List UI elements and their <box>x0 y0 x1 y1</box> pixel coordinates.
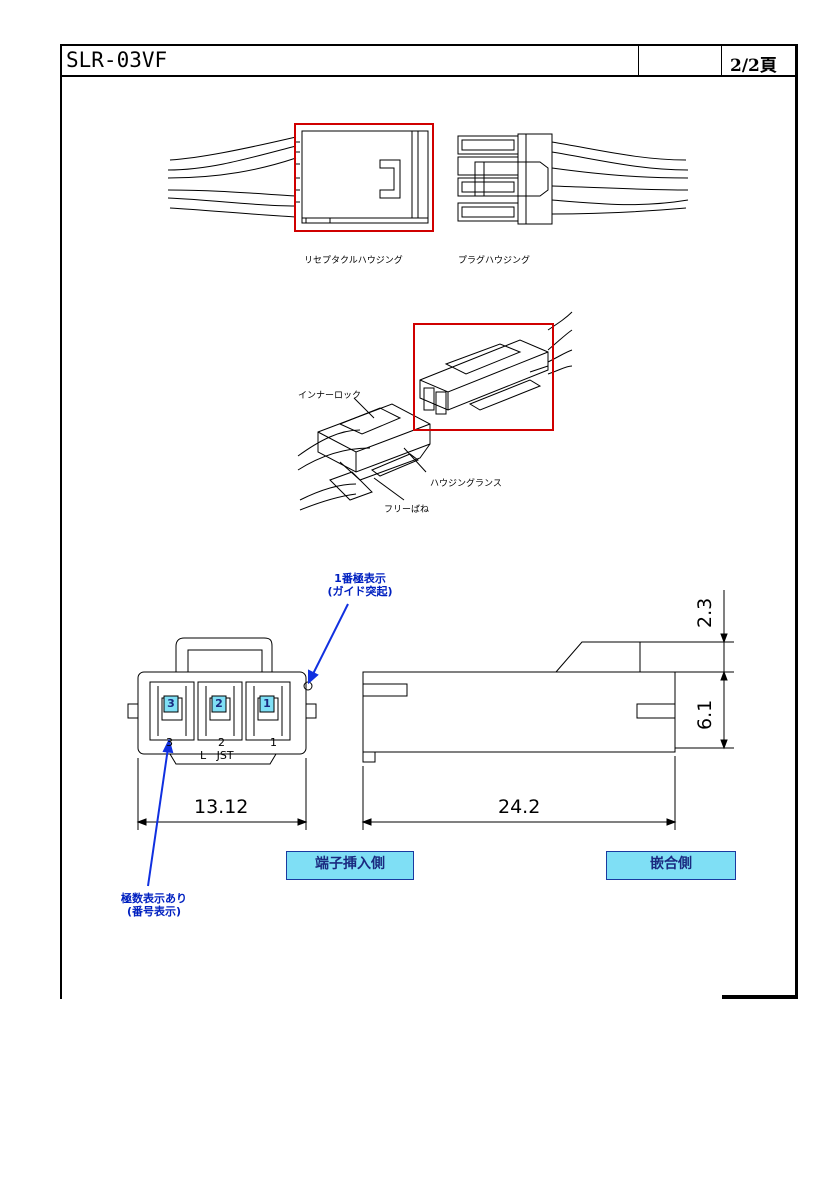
front-width-dimension <box>136 758 308 830</box>
frame-border-left <box>60 44 62 999</box>
plug-housing-label: プラグハウジング <box>458 256 531 266</box>
frame-border-top <box>60 44 797 46</box>
pin-number-3: 3 <box>166 736 173 749</box>
polarity-arrow-head <box>162 738 174 754</box>
mating-side-button[interactable]: 嵌合側 <box>606 851 736 880</box>
polarity-note-line2: (番号表示) <box>126 905 182 918</box>
housing-marking: L JST <box>200 749 234 762</box>
pin-number-2: 2 <box>218 736 225 749</box>
isometric-connector <box>297 311 573 511</box>
free-spring-label: フリーばね <box>384 505 430 515</box>
pin1-leader-arrow <box>311 603 349 677</box>
header-cell-divider <box>721 44 722 76</box>
cavity-badges <box>163 695 275 713</box>
side-length-dimension <box>361 756 677 830</box>
inner-lock-label: インナーロック <box>298 391 362 401</box>
pin1-arrow-head <box>308 669 319 685</box>
plug-wires <box>551 141 689 215</box>
cavity-label-1: 1 <box>263 697 271 710</box>
latch-height-value: 2.3 <box>694 597 716 628</box>
side-length-value: 24.2 <box>498 796 541 818</box>
pin1-note-line2: (ガイド突起) <box>327 585 393 598</box>
pin1-note-line1: 1番極表示 <box>334 572 386 585</box>
frame-border-right <box>795 44 798 997</box>
pin-number-1: 1 <box>270 736 277 749</box>
header-cell-divider <box>638 44 639 76</box>
terminal-insertion-side-button[interactable]: 端子挿入側 <box>286 851 414 880</box>
header-divider <box>60 75 797 77</box>
frame-border-bottom <box>722 995 798 999</box>
iso-leaders <box>353 397 427 501</box>
side-height-dimensions <box>640 590 734 750</box>
polarity-note-line1: 極数表示あり <box>121 892 187 905</box>
cavity-label-2: 2 <box>215 697 223 710</box>
housing-lance-label: ハウジングランス <box>430 479 502 489</box>
part-number: SLR-03VF <box>66 48 168 72</box>
side-view-housing <box>362 641 676 763</box>
cavity-label-3: 3 <box>167 697 175 710</box>
receptacle-housing-label: リセプタクルハウジング <box>304 256 403 266</box>
plug-housing <box>457 133 553 225</box>
receptacle-highlight-box <box>294 123 434 232</box>
receptacle-wires <box>167 136 300 218</box>
receptacle-housing <box>301 130 429 224</box>
iso-highlight-box <box>413 323 554 431</box>
polarity-note: 極数表示あり (番号表示) <box>104 892 204 918</box>
pin1-note: 1番極表示 (ガイド突起) <box>308 572 412 598</box>
polarity-leader-arrow <box>147 747 169 887</box>
body-height-value: 6.1 <box>694 699 716 730</box>
front-width-value: 13.12 <box>194 796 249 818</box>
page-number: 2/2頁 <box>730 56 777 76</box>
